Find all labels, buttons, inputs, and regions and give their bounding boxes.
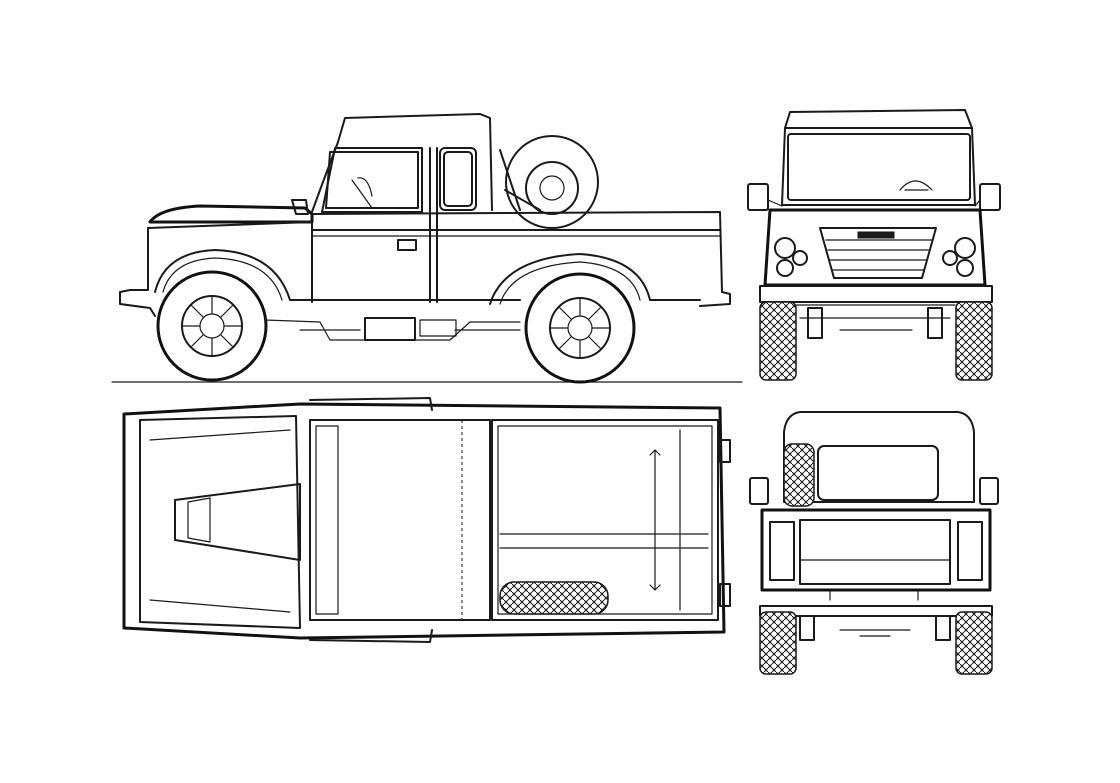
front-roof [784, 109, 973, 129]
side-rear-window [439, 147, 477, 211]
side-front-spokes [181, 295, 243, 357]
side-rear-spokes [549, 297, 611, 359]
top-tail-light-top [719, 439, 731, 463]
side-door-handle [397, 239, 417, 251]
side-front-window [321, 147, 423, 213]
side-fuel-tank [364, 317, 416, 341]
rear-tire-left [759, 611, 797, 675]
side-spare-hub [539, 175, 565, 201]
top-hood-scoop [187, 497, 211, 543]
top-outline [122, 402, 726, 640]
side-front-window-inner [325, 151, 419, 209]
top-bed-dim-lines [499, 533, 709, 549]
side-steering-wheel [351, 177, 373, 209]
front-cab [781, 127, 976, 206]
top-mirrors [309, 397, 433, 643]
front-badge [857, 231, 895, 239]
rear-cab [783, 411, 975, 503]
top-hood [139, 415, 301, 629]
rear-mirror-right [979, 477, 999, 505]
front-headlight-left-side [792, 250, 808, 266]
rear-axle [839, 629, 911, 637]
top-tail-light-bottom [719, 583, 731, 607]
side-front-arch-inner [162, 257, 283, 301]
rear-mirror-left [749, 477, 769, 505]
side-spare-tire [505, 135, 599, 229]
top-hood-bulge [174, 483, 301, 561]
side-roof [337, 113, 493, 211]
rear-body [760, 508, 992, 592]
front-headlight-left-bottom [776, 259, 794, 277]
side-spare-rim [525, 161, 579, 215]
front-steering-wheel [899, 180, 933, 191]
front-mirror-arm-right [974, 199, 981, 207]
top-view [122, 397, 731, 643]
front-windshield [787, 133, 971, 201]
front-mirror-arm-left [767, 199, 783, 207]
front-view [747, 109, 1001, 381]
top-bed-inner [497, 425, 713, 615]
side-front-hub [199, 313, 225, 339]
side-rear-arch [489, 253, 701, 305]
rear-tailgate [799, 519, 951, 585]
top-bed [491, 419, 719, 621]
rear-tow-left [799, 615, 815, 641]
front-bumper [759, 285, 993, 303]
side-spare-mount [499, 149, 541, 211]
front-mirror-left [747, 183, 769, 211]
side-hood [148, 204, 314, 224]
front-headlight-right-top [954, 237, 976, 259]
front-body [763, 208, 987, 287]
rear-tire-right [955, 611, 993, 675]
top-spare-tire [499, 581, 609, 615]
front-headlight-left-top [774, 237, 796, 259]
front-mirror-right [979, 183, 1001, 211]
top-bed-dim-arrow [649, 449, 661, 591]
top-cab-roof [309, 419, 491, 621]
rear-light-left [769, 521, 795, 581]
rear-bumper [759, 605, 993, 617]
side-rear-tire [524, 272, 636, 384]
top-windshield [315, 425, 339, 615]
side-transfer-case [419, 319, 457, 337]
top-hood-crease [149, 429, 291, 613]
rear-light-right [957, 521, 983, 581]
side-rear-hub [567, 315, 593, 341]
front-tire-right [955, 301, 993, 381]
front-tow-left [807, 307, 823, 339]
side-bed [311, 211, 731, 307]
side-front-bumper [119, 227, 156, 317]
side-rear-arch-inner [499, 261, 641, 305]
front-headlight-right-bottom [956, 259, 974, 277]
front-grille [819, 227, 937, 279]
side-rear-window-inner [443, 151, 473, 207]
rear-spare-tire [783, 443, 815, 507]
side-mirror [291, 199, 309, 215]
side-front-arch [154, 249, 313, 301]
rear-tailgate-hinges [829, 591, 919, 601]
front-tow-right [927, 307, 943, 339]
front-grille-bars [825, 239, 933, 271]
side-view [111, 113, 743, 384]
front-axle [794, 304, 956, 319]
rear-window [817, 445, 939, 501]
front-tire-left [759, 301, 797, 381]
rear-view [749, 411, 999, 675]
front-headlight-right-side [942, 250, 958, 266]
rear-tow-right [935, 615, 951, 641]
side-front-tire [156, 270, 268, 382]
